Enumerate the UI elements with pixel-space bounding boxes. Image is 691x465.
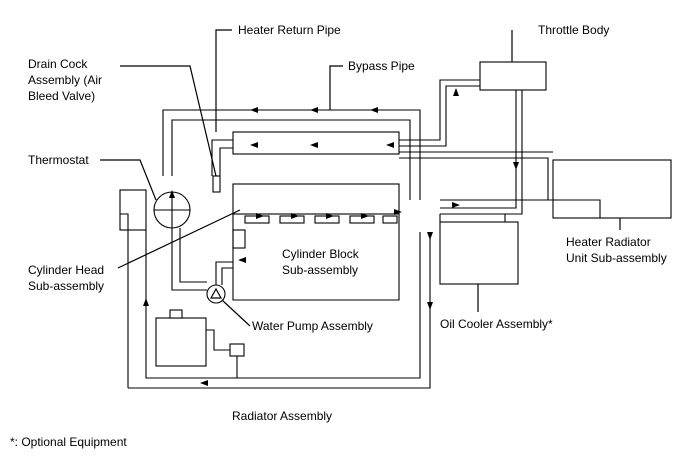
arrow-heater-return	[452, 202, 460, 208]
label-heater-radiator-1: Heater Radiator	[566, 235, 651, 249]
arrow-right-down-2	[427, 302, 433, 310]
leader-lines	[100, 29, 621, 327]
heater-radiator-box	[552, 159, 672, 219]
label-bypass-pipe: Bypass Pipe	[348, 59, 415, 73]
arrow-thermo-up	[169, 190, 175, 198]
throttle-body-box	[479, 61, 547, 91]
heater-return-lines	[211, 139, 233, 176]
radiator-cap	[229, 343, 245, 357]
thermostat-housing	[119, 175, 221, 231]
heater-radiator-lines	[399, 151, 553, 201]
label-footnote: *: Optional Equipment	[10, 435, 127, 449]
label-oil-cooler: Oil Cooler Assembly*	[440, 317, 553, 331]
water-pump-triangle	[209, 287, 223, 299]
reservoir-hose	[206, 329, 230, 351]
leader-cylinder-head	[117, 209, 241, 269]
jacket-slot-5	[382, 215, 398, 224]
arrow-bypass-2	[370, 107, 378, 113]
arrow-throttle-up	[453, 88, 459, 96]
label-cylinder-head-2: Sub-assembly	[28, 279, 104, 293]
leader-bypass	[329, 65, 343, 110]
arrow-bottom	[200, 380, 208, 386]
arrow-bypass-1	[310, 107, 318, 113]
leader-drain-cock	[120, 65, 217, 177]
arrow-return-2	[310, 142, 318, 148]
thermostat-side-box	[119, 189, 147, 231]
label-thermostat: Thermostat	[28, 153, 89, 167]
block-inlet	[232, 229, 246, 249]
throttle-feed-lines	[399, 79, 480, 147]
flow-arrows	[143, 88, 519, 386]
arrow-block-5	[394, 209, 402, 215]
throttle-return-lines	[440, 90, 523, 215]
label-drain-cock-3: Bleed Valve)	[28, 89, 95, 103]
label-drain-cock-1: Drain Cock	[28, 57, 88, 71]
label-cylinder-block-2: Sub-assembly	[282, 263, 358, 277]
bypass-pipe	[162, 109, 421, 200]
arrow-left-up	[143, 298, 149, 306]
oil-cooler-box	[439, 221, 519, 285]
water-pump	[171, 228, 233, 304]
cylinder-head-upper	[232, 183, 400, 215]
label-heater-return-pipe: Heater Return Pipe	[238, 23, 341, 37]
leader-thermostat	[100, 159, 157, 201]
label-radiator: Radiator Assembly	[232, 409, 332, 423]
reservoir	[155, 309, 245, 367]
arrow-block-4	[361, 213, 369, 219]
arrow-bypass-3	[250, 107, 258, 113]
label-cylinder-head-1: Cylinder Head	[28, 263, 104, 277]
pump-outlet-lines	[215, 261, 233, 285]
arrow-throttle-down	[513, 162, 519, 170]
arrow-right-down	[427, 232, 433, 240]
oil-cooler-lines	[439, 214, 506, 222]
arrow-pump-out	[238, 257, 246, 263]
leader-water-pump	[221, 299, 251, 327]
label-heater-radiator-2: Unit Sub-assembly	[566, 251, 667, 265]
reservoir-cap	[169, 309, 183, 319]
engine-block	[232, 131, 400, 301]
arrow-block-2	[291, 213, 299, 219]
label-throttle-body: Throttle Body	[538, 23, 609, 37]
label-cylinder-block-1: Cylinder Block	[282, 247, 360, 261]
drain-cock-valve	[212, 175, 221, 193]
reservoir-tank	[155, 317, 207, 367]
label-water-pump: Water Pump Assembly	[252, 319, 373, 333]
arrow-block-1	[256, 213, 264, 219]
label-drain-cock-2: Assembly (Air	[28, 73, 102, 87]
leader-heater-return	[215, 29, 232, 132]
heater-radiator-return	[440, 199, 601, 218]
pump-inlet-lines	[171, 228, 207, 291]
arrow-return-1	[250, 142, 258, 148]
arrow-block-3	[326, 213, 334, 219]
arrow-return-3	[386, 142, 394, 148]
